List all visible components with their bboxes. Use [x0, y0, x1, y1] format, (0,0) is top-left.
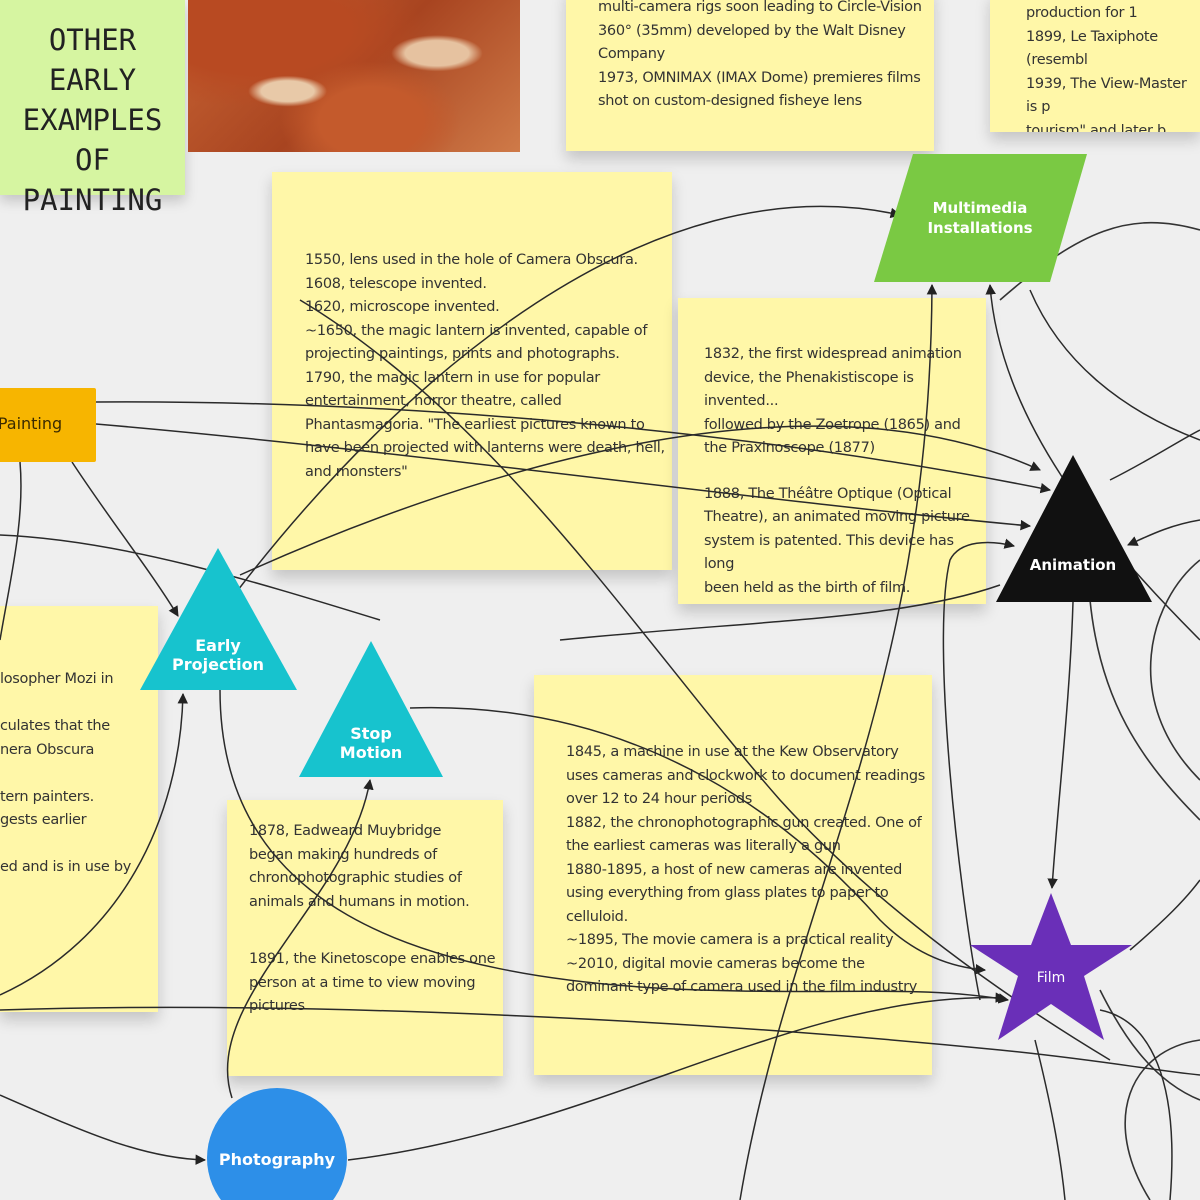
note-text: 1891, the Kinetoscope enables one person…: [249, 951, 496, 1014]
note-left: losopher Mozi in culates that the nera O…: [0, 606, 158, 1012]
early-projection-label: Early Projection: [172, 636, 264, 674]
connector-arrow: [942, 538, 1016, 1001]
connector-arrow: [0, 1094, 207, 1165]
title-note: OTHER EARLY EXAMPLES OF PAINTING: [0, 0, 185, 217]
node-film[interactable]: [970, 893, 1132, 1040]
connector-arrow: [226, 778, 374, 1099]
note-film: 1845, a machine in use at the Kew Observ…: [534, 675, 932, 1075]
note-text: multi-camera rigs soon leading to Circle…: [598, 0, 922, 109]
multimedia-label: Multimedia Installations: [927, 199, 1033, 237]
note-text: 1845, a machine in use at the Kew Observ…: [566, 744, 926, 995]
film-label: Film: [1036, 970, 1066, 986]
connector-line: [0, 1006, 1200, 1076]
connector-line: [1109, 429, 1200, 481]
connector-line: [0, 534, 381, 621]
connector-arrow: [1127, 519, 1200, 546]
note-stop-motion: 1878, Eadweard Muybridge began making hu…: [227, 800, 503, 1076]
connector-arrow: [409, 706, 987, 975]
connector-arrow: [1047, 601, 1074, 890]
note-text: 1832, the first widespread animation dev…: [704, 346, 962, 456]
connector-line: [299, 299, 1111, 1061]
connector-line: [1029, 289, 1200, 441]
node-stop-motion[interactable]: [299, 641, 443, 777]
connector-arrow: [239, 425, 1041, 576]
node-photography[interactable]: [207, 1088, 347, 1200]
node-painting[interactable]: [0, 388, 96, 462]
connector-arrow: [739, 283, 938, 1200]
note-top-center: multi-camera rigs soon leading to Circle…: [566, 0, 934, 151]
connector-line: [559, 584, 1001, 641]
connector-arrow: [71, 461, 179, 617]
note-text: production for 1 1899, Le Taxiphote (res…: [1026, 5, 1187, 132]
connector-line: [1099, 1009, 1173, 1200]
note-animation: 1832, the first widespread animation dev…: [678, 298, 986, 604]
note-text: 1550, lens used in the hole of Camera Ob…: [305, 252, 665, 480]
connector-arrow: [219, 689, 1010, 1004]
node-animation[interactable]: [996, 455, 1152, 602]
connector-arrow: [985, 283, 1200, 641]
connector-line: [1149, 559, 1200, 781]
connector-arrow: [95, 423, 1032, 531]
note-text: 1878, Eadweard Muybridge began making hu…: [249, 823, 470, 910]
node-early-projection[interactable]: [140, 548, 297, 690]
connector-line: [1129, 879, 1200, 951]
connector-line: [0, 461, 22, 641]
painting-label: Painting: [0, 414, 63, 433]
connector-line: [1034, 1039, 1066, 1200]
connector-arrow: [0, 692, 189, 996]
connector-line: [1099, 989, 1200, 1101]
connector-arrow: [95, 401, 1052, 494]
photography-label: Photography: [218, 1150, 336, 1169]
animation-label: Animation: [1029, 556, 1117, 574]
cave-painting-image: [188, 0, 520, 152]
connector-arrow: [237, 205, 902, 591]
note-text: 1888, The Théâtre Optique (Optical Theat…: [704, 485, 970, 596]
note-projection: 1550, lens used in the hole of Camera Ob…: [272, 172, 672, 570]
connector-line: [1089, 599, 1200, 821]
connector-line: [1124, 1039, 1200, 1200]
node-multimedia[interactable]: [874, 154, 1087, 282]
connector-arrow: [347, 992, 1007, 1161]
stop-motion-label: Stop Motion: [339, 724, 403, 762]
note-text: losopher Mozi in culates that the nera O…: [0, 671, 132, 875]
note-top-right: production for 1 1899, Le Taxiphote (res…: [990, 0, 1200, 132]
